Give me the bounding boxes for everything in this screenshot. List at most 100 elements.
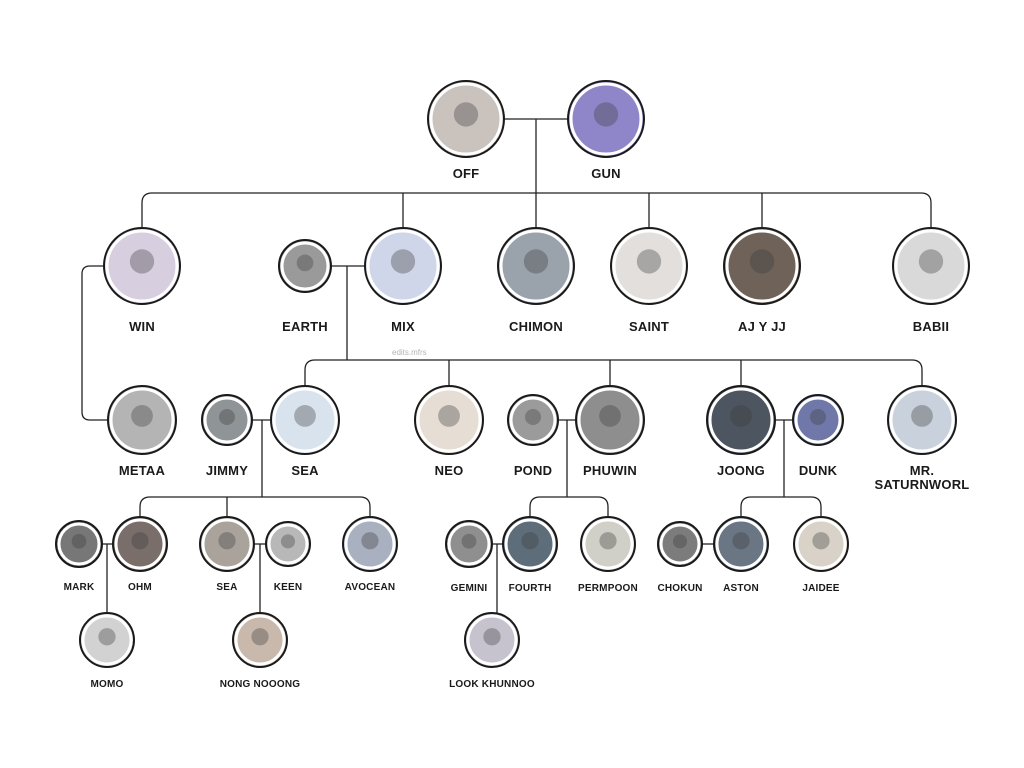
label-gun: GUN — [591, 166, 621, 181]
label-metaa: METAA — [119, 463, 166, 478]
avatar-silhouette — [390, 249, 416, 274]
avatar-silhouette — [636, 249, 662, 274]
avatar-ring — [466, 614, 518, 666]
avatar-silhouette — [294, 405, 316, 427]
node-mix: MIX — [364, 227, 442, 334]
avatar-gun — [567, 80, 645, 158]
label-babii: BABII — [913, 319, 949, 334]
avatar-ring — [509, 396, 557, 444]
avatar-chimon — [497, 227, 575, 305]
avatar-silhouette — [523, 249, 549, 274]
avatar-silhouette — [483, 628, 501, 646]
node-earth: EARTH — [278, 239, 332, 334]
label-pond: POND — [514, 463, 552, 478]
node-keen: KEEN — [265, 521, 311, 593]
avatar-ring — [272, 387, 338, 453]
label-nongnooong: NONG NOOONG — [220, 679, 301, 690]
connector-line — [529, 496, 609, 517]
avatar-ring — [569, 82, 643, 156]
avatar-sea2 — [199, 516, 255, 572]
avatar-ring — [795, 518, 847, 570]
avatar-ring — [582, 518, 634, 570]
avatar-jaidee — [793, 516, 849, 572]
avatar-silhouette — [593, 102, 619, 127]
node-permpoon: PERMPOON — [578, 516, 638, 594]
avatar-nongnooong — [232, 612, 288, 668]
label-joong: JOONG — [717, 463, 765, 478]
label-momo: MOMO — [90, 679, 123, 690]
avatar-silhouette — [749, 249, 775, 274]
node-lookkhunnoo: LOOK KHUNNOO — [449, 612, 535, 690]
avatar-silhouette — [521, 532, 539, 550]
node-babii: BABII — [892, 227, 970, 334]
node-jaidee: JAIDEE — [793, 516, 849, 594]
avatar-silhouette — [218, 532, 236, 550]
label-off: OFF — [453, 166, 480, 181]
avatar-ring — [81, 614, 133, 666]
avatar-ring — [715, 518, 767, 570]
label-chimon: CHIMON — [509, 319, 563, 334]
avatar-ring — [708, 387, 774, 453]
avatar-silhouette — [453, 102, 479, 127]
avatar-mark — [55, 520, 103, 568]
avatar-ring — [57, 522, 101, 566]
avatar-silhouette — [251, 628, 269, 646]
avatar-keen — [265, 521, 311, 567]
node-gun: GUN — [567, 80, 645, 181]
avatar-momo — [79, 612, 135, 668]
node-neo: NEO — [414, 385, 484, 478]
node-ohm: OHM — [112, 516, 168, 593]
avatar-ring — [889, 387, 955, 453]
avatar-ring — [203, 396, 251, 444]
label-mark: MARK — [64, 582, 95, 593]
node-avocean: AVOCEAN — [342, 516, 398, 593]
avatar-silhouette — [461, 533, 477, 549]
label-sea1: SEA — [291, 463, 319, 478]
avatar-silhouette — [732, 532, 750, 550]
avatar-neo — [414, 385, 484, 455]
avatar-ohm — [112, 516, 168, 572]
avatar-ring — [659, 523, 701, 565]
label-neo: NEO — [435, 463, 464, 478]
node-nongnooong: NONG NOOONG — [220, 612, 301, 690]
avatar-ring — [447, 522, 491, 566]
node-joong: JOONG — [706, 385, 776, 478]
avatar-earth — [278, 239, 332, 293]
node-fourth: FOURTH — [502, 516, 558, 594]
avatar-ring — [499, 229, 573, 303]
avatar-metaa — [107, 385, 177, 455]
avatar-avocean — [342, 516, 398, 572]
avatar-sea1 — [270, 385, 340, 455]
node-saint: SAINT — [610, 227, 688, 334]
label-earth: EARTH — [282, 319, 328, 334]
avatar-silhouette — [599, 405, 621, 427]
avatar-ring — [114, 518, 166, 570]
avatar-silhouette — [812, 532, 830, 550]
avatar-ring — [894, 229, 968, 303]
node-saturn: MR.SATURNWORL — [875, 385, 970, 492]
avatar-saturn — [887, 385, 957, 455]
avatar-pond — [507, 394, 559, 446]
avatar-off — [427, 80, 505, 158]
label-saturn: MR.SATURNWORL — [875, 463, 970, 492]
avatar-silhouette — [672, 534, 688, 549]
avatar-silhouette — [219, 409, 235, 425]
avatar-silhouette — [296, 254, 314, 272]
node-off: OFF — [427, 80, 505, 181]
avatar-saint — [610, 227, 688, 305]
label-win: WIN — [129, 319, 155, 334]
node-jimmy: JIMMY — [201, 394, 253, 478]
avatar-ring — [109, 387, 175, 453]
avatar-fourth — [502, 516, 558, 572]
label-chokun: CHOKUN — [657, 583, 702, 594]
connector-line — [141, 192, 932, 228]
avatar-ring — [105, 229, 179, 303]
avatar-babii — [892, 227, 970, 305]
label-gemini: GEMINI — [451, 583, 488, 594]
connector-line — [740, 496, 822, 517]
avatar-ring — [725, 229, 799, 303]
avatar-silhouette — [361, 532, 379, 550]
avatar-silhouette — [438, 405, 460, 427]
avatar-aston — [713, 516, 769, 572]
